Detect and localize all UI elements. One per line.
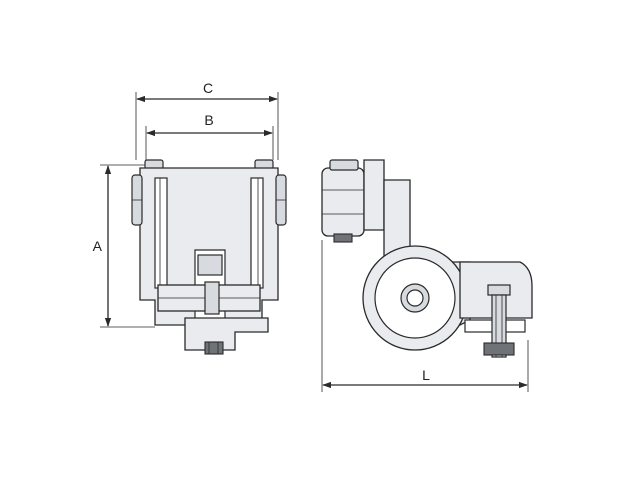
- dim-label-a: A: [93, 238, 103, 254]
- dim-label-c: C: [203, 80, 213, 96]
- front-view: [131, 159, 287, 355]
- dimension-c: C: [135, 80, 279, 160]
- dim-label-b: B: [204, 112, 213, 128]
- dimension-l: L: [321, 240, 529, 392]
- dimension-b: B: [145, 112, 274, 160]
- side-view: [321, 159, 533, 358]
- dimension-a: A: [93, 164, 155, 328]
- dim-label-l: L: [422, 367, 430, 383]
